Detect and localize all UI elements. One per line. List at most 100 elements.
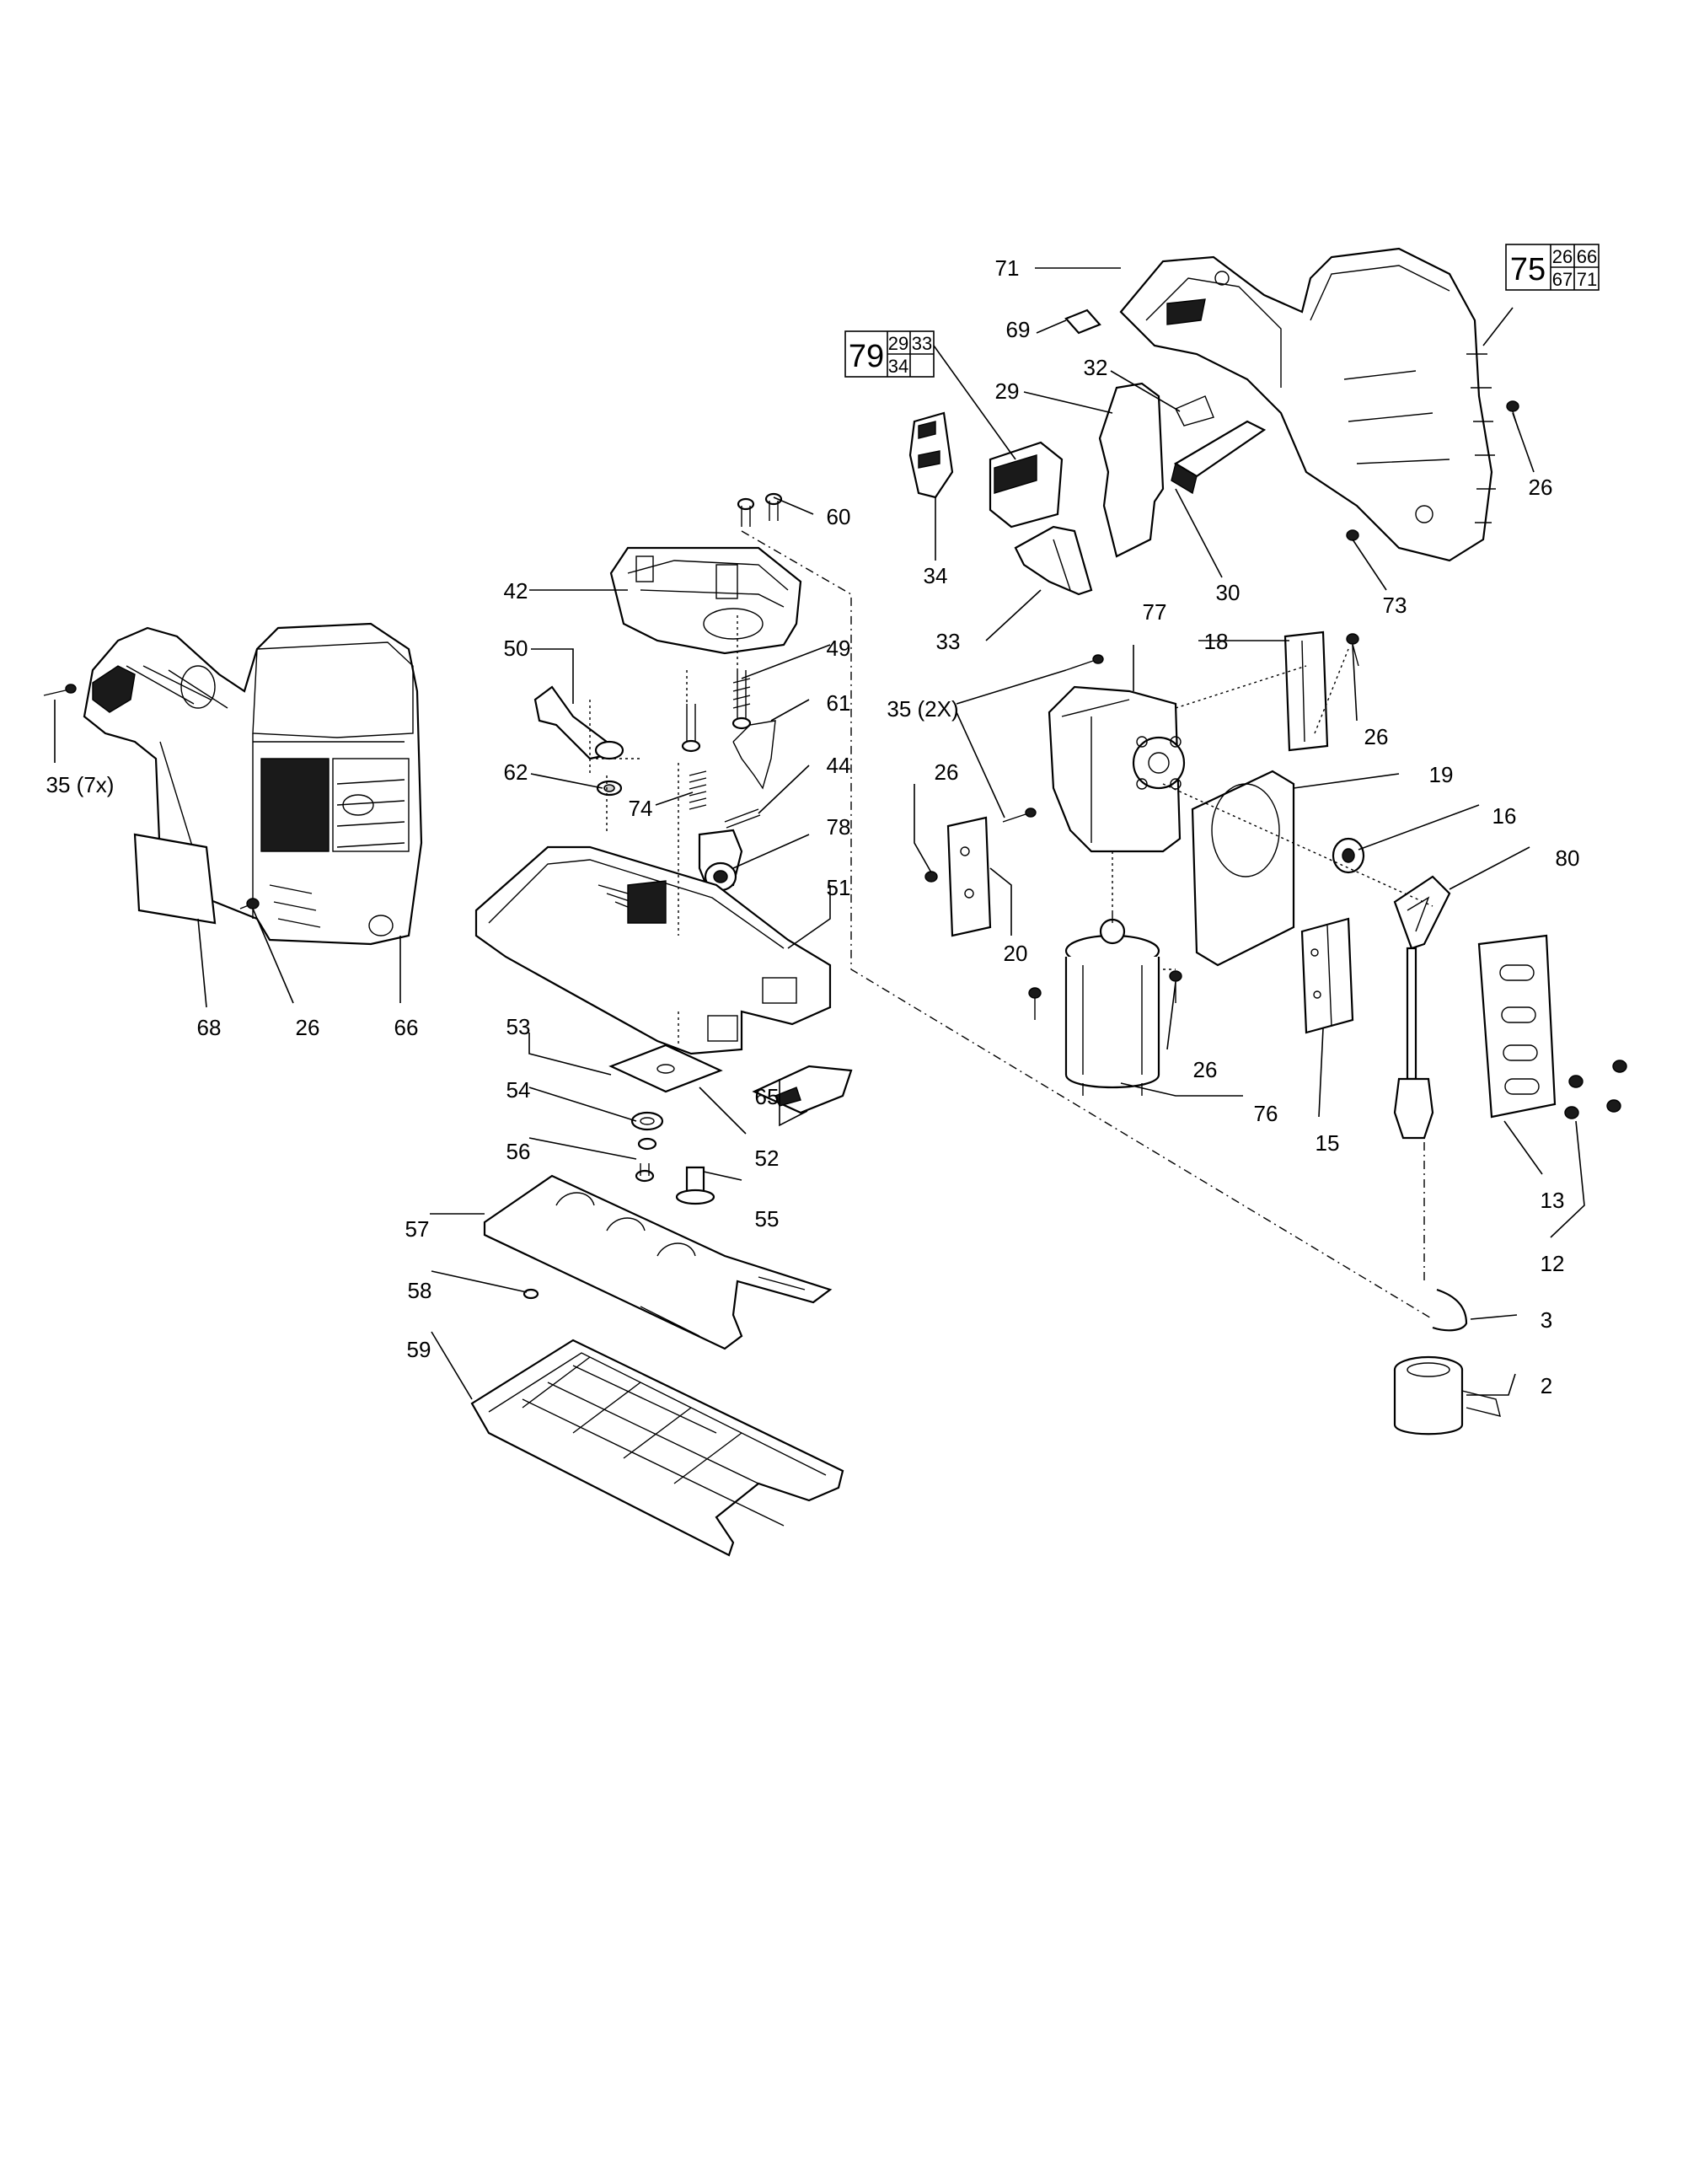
clip-3 bbox=[1432, 1288, 1468, 1332]
kit-75-main: 75 bbox=[1510, 252, 1546, 287]
label-13: 13 bbox=[1541, 1188, 1565, 1213]
handle-half-71 bbox=[1119, 247, 1496, 562]
label-20: 20 bbox=[1004, 941, 1028, 966]
leader-lines bbox=[54, 267, 1585, 1400]
gear-housing-51 bbox=[474, 845, 832, 1055]
screw-26-r2 bbox=[1346, 633, 1359, 667]
kit-79-b: 33 bbox=[912, 333, 932, 354]
label-15: 15 bbox=[1316, 1130, 1340, 1156]
pad-20 bbox=[946, 816, 992, 937]
label-42: 42 bbox=[504, 578, 528, 604]
label-19: 19 bbox=[1429, 762, 1454, 787]
pin-44 bbox=[724, 808, 761, 829]
kit-79-main: 79 bbox=[849, 339, 884, 374]
base-plate-57 bbox=[483, 1174, 833, 1350]
label-51: 51 bbox=[827, 875, 851, 900]
gearbox-77 bbox=[1048, 685, 1186, 853]
label-54: 54 bbox=[506, 1077, 531, 1103]
part-69 bbox=[1064, 309, 1101, 335]
gear-cover-42 bbox=[609, 546, 802, 655]
label-26-top: 26 bbox=[1529, 475, 1553, 500]
kit-75-d: 71 bbox=[1577, 269, 1597, 290]
shoe-59 bbox=[470, 1339, 844, 1557]
label-56: 56 bbox=[506, 1139, 531, 1164]
label-26-r2: 26 bbox=[1364, 724, 1389, 749]
wire-spring-61 bbox=[732, 720, 776, 790]
label-32: 32 bbox=[1084, 355, 1108, 380]
kit-75-b: 66 bbox=[1577, 246, 1597, 267]
label-35-7x: 35 (7x) bbox=[46, 772, 115, 797]
label-68: 68 bbox=[197, 1015, 222, 1040]
label-34: 34 bbox=[924, 563, 948, 588]
guide-15 bbox=[1300, 917, 1354, 1034]
label-60: 60 bbox=[827, 504, 851, 529]
kit-75-c: 67 bbox=[1552, 269, 1573, 290]
label-18: 18 bbox=[1204, 629, 1229, 654]
washers-54 bbox=[630, 1111, 664, 1151]
kit-box-79: 79 29 33 34 bbox=[844, 330, 935, 378]
film-32 bbox=[1175, 395, 1214, 427]
label-35-2x: 35 (2X) bbox=[887, 696, 958, 722]
label-26-r1: 26 bbox=[935, 759, 959, 785]
screws-49 bbox=[681, 670, 752, 753]
label-66: 66 bbox=[394, 1015, 419, 1040]
label-3: 3 bbox=[1541, 1307, 1552, 1333]
kit-box-75: 75 26 66 67 71 bbox=[1505, 244, 1600, 291]
screw-58 bbox=[522, 1288, 539, 1300]
label-59: 59 bbox=[407, 1337, 431, 1362]
label-78: 78 bbox=[827, 814, 851, 840]
plate-53-52 bbox=[608, 1044, 723, 1093]
screw-35-left bbox=[43, 684, 77, 696]
label-53: 53 bbox=[506, 1014, 531, 1039]
label-26-left: 26 bbox=[296, 1015, 320, 1040]
seal-19 bbox=[1191, 770, 1295, 967]
screw-26-r1 bbox=[924, 871, 938, 883]
screws-12 bbox=[1564, 1060, 1627, 1119]
label-76: 76 bbox=[1254, 1101, 1278, 1126]
housing-assembly-66 bbox=[83, 622, 423, 946]
label-74: 74 bbox=[629, 796, 653, 821]
label-49: 49 bbox=[827, 636, 851, 661]
plunger-80 bbox=[1393, 875, 1451, 1140]
plate-29 bbox=[1098, 382, 1165, 558]
label-26-motor: 26 bbox=[1193, 1057, 1218, 1082]
label-50: 50 bbox=[504, 636, 528, 661]
label-69: 69 bbox=[1006, 317, 1031, 342]
label-33: 33 bbox=[936, 629, 961, 654]
label-65: 65 bbox=[755, 1084, 780, 1109]
kit-79-a: 29 bbox=[888, 333, 908, 354]
label-12: 12 bbox=[1541, 1251, 1565, 1276]
part-labels: 71 69 32 29 26 34 30 73 33 60 42 49 50 6… bbox=[46, 255, 1580, 1398]
label-77: 77 bbox=[1143, 599, 1167, 625]
screw-56 bbox=[635, 1163, 655, 1183]
label-52: 52 bbox=[755, 1146, 780, 1171]
label-71: 71 bbox=[995, 255, 1020, 281]
label-2: 2 bbox=[1541, 1373, 1552, 1398]
switch-module-79 bbox=[989, 441, 1064, 529]
screw-35-2x bbox=[1002, 654, 1104, 823]
slider-30 bbox=[1171, 420, 1267, 495]
spring-74 bbox=[689, 770, 707, 810]
label-80: 80 bbox=[1556, 845, 1580, 871]
screw-60 bbox=[737, 492, 783, 527]
label-plate-68 bbox=[133, 833, 217, 925]
label-16: 16 bbox=[1492, 803, 1517, 829]
clip-65 bbox=[752, 1065, 853, 1114]
bushing-16 bbox=[1332, 837, 1365, 874]
label-57: 57 bbox=[405, 1216, 430, 1242]
kit-79-c: 34 bbox=[888, 356, 908, 377]
label-55: 55 bbox=[755, 1206, 780, 1232]
kit-75-a: 26 bbox=[1552, 246, 1573, 267]
label-73: 73 bbox=[1383, 593, 1407, 618]
screw-73 bbox=[1346, 529, 1359, 541]
label-61: 61 bbox=[827, 690, 851, 716]
label-62: 62 bbox=[504, 759, 528, 785]
label-29: 29 bbox=[995, 378, 1020, 404]
assembly-guide-lines bbox=[589, 530, 1433, 1320]
label-44: 44 bbox=[827, 753, 851, 778]
label-58: 58 bbox=[408, 1278, 432, 1303]
bracket-18 bbox=[1283, 631, 1329, 752]
switch-34 bbox=[908, 411, 954, 499]
label-30: 30 bbox=[1216, 580, 1241, 605]
